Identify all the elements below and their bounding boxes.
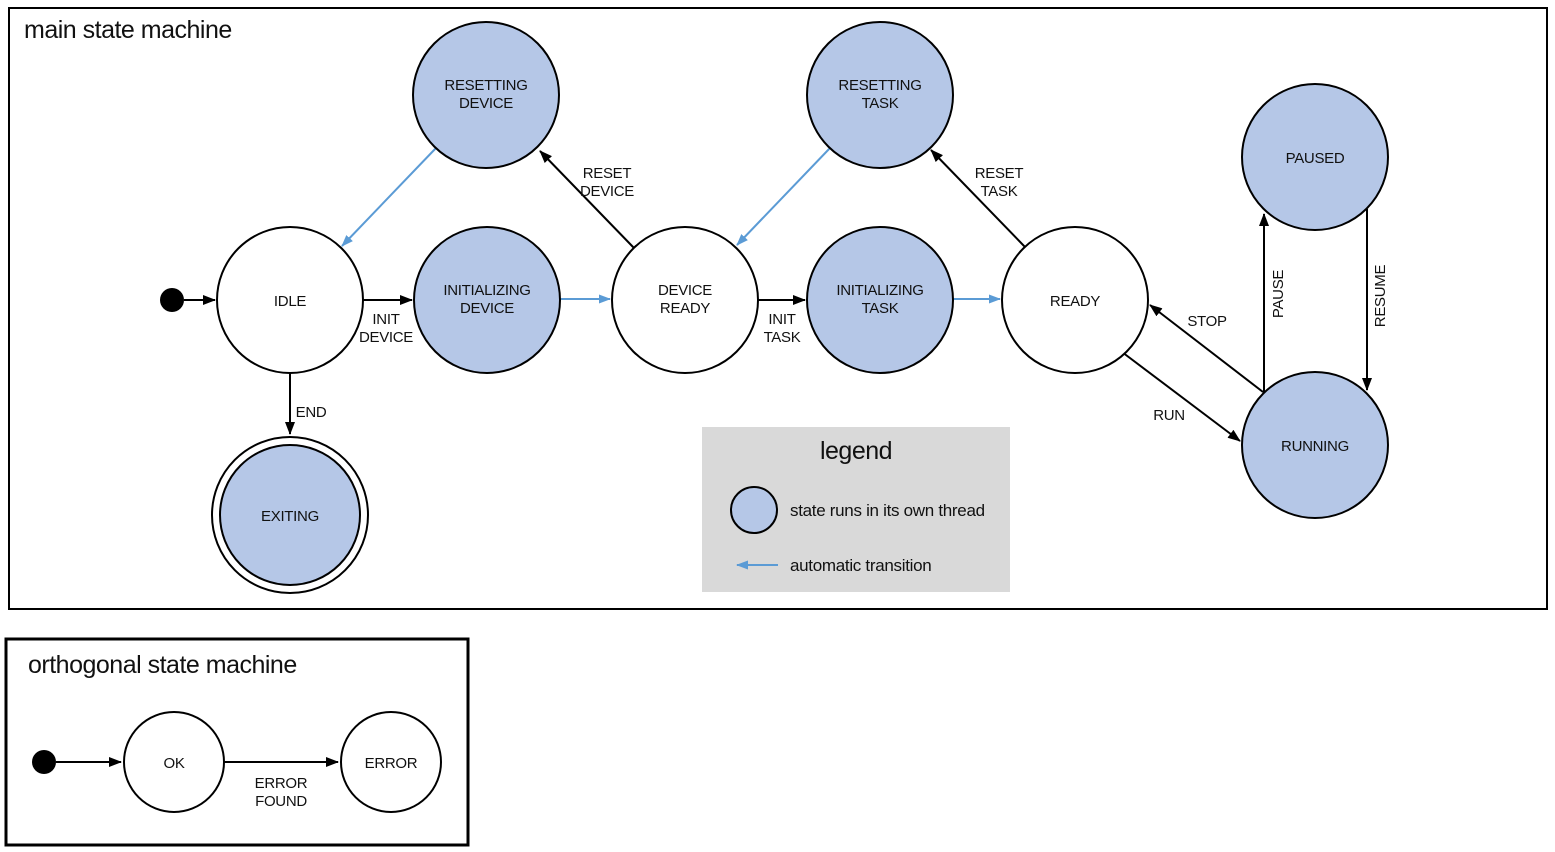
initial-state-dot (160, 288, 184, 312)
transition-end-label: END (296, 404, 327, 421)
state-resetting-device-label-line2: DEVICE (459, 95, 513, 112)
state-device-ready-label-line1: DEVICE (658, 282, 712, 299)
state-device-ready-label-line2: READY (660, 300, 710, 317)
state-initializing-task-circle (806, 226, 954, 374)
state-exiting-final: EXITING (211, 436, 369, 594)
transition-init-task-label-line1: INIT (768, 311, 795, 328)
legend-automatic-transition-label: automatic transition (790, 556, 931, 575)
transition-init-device-label-line2: DEVICE (359, 329, 413, 346)
state-resetting-task-circle (806, 21, 954, 169)
state-paused-circle (1241, 83, 1389, 231)
transition-run-arrow (1121, 351, 1241, 442)
state-running: RUNNING (1241, 371, 1389, 519)
transition-error-found-label-line2: FOUND (255, 793, 307, 810)
state-exiting-label: EXITING (261, 508, 319, 525)
state-idle-label: IDLE (274, 293, 306, 310)
state-idle: IDLE (216, 226, 364, 374)
state-error-circle (340, 711, 442, 813)
state-running-circle (1241, 371, 1389, 519)
state-error-label: ERROR (365, 755, 418, 772)
legend-threaded-state-label: state runs in its own thread (790, 501, 985, 520)
state-initializing-task: INITIALIZING TASK (806, 226, 954, 374)
state-ok: OK (123, 711, 225, 813)
state-running-label: RUNNING (1281, 438, 1349, 455)
state-initializing-device-label-line1: INITIALIZING (443, 282, 530, 299)
state-idle-circle (216, 226, 364, 374)
state-ok-label: OK (163, 755, 184, 772)
transition-reset-task-label-line2: TASK (981, 183, 1018, 200)
state-paused-label: PAUSED (1286, 150, 1345, 167)
main-state-machine-panel: main state machine INIT DEVICE RESET DEV… (8, 7, 1548, 610)
state-ready-circle (1001, 226, 1149, 374)
orthogonal-state-machine-panel: orthogonal state machine ERROR FOUND OK … (4, 637, 470, 847)
state-resetting-device-label-line1: RESETTING (444, 77, 527, 94)
state-initializing-device-circle (413, 226, 561, 374)
transition-init-task-label-line2: TASK (764, 329, 801, 346)
transition-pause-label: PAUSE (1270, 270, 1287, 319)
state-resetting-task: RESETTING TASK (806, 21, 954, 169)
transition-auto-resetting-device-to-idle-arrow (341, 147, 437, 247)
transition-init-device-label-line1: INIT (372, 311, 399, 328)
transition-resume-label: RESUME (1372, 265, 1389, 328)
state-ready: READY (1001, 226, 1149, 374)
legend-title: legend (820, 437, 892, 465)
state-ready-label: READY (1050, 293, 1100, 310)
state-initializing-task-label-line2: TASK (862, 300, 899, 317)
state-resetting-device-circle (412, 21, 560, 169)
transition-run-label: RUN (1153, 407, 1185, 424)
state-initializing-device: INITIALIZING DEVICE (413, 226, 561, 374)
state-exiting-inner-circle (219, 444, 361, 586)
transition-reset-device-label-line2: DEVICE (580, 183, 634, 200)
state-initializing-device-label-line2: DEVICE (460, 300, 514, 317)
legend: legend state runs in its own thread auto… (702, 427, 1010, 592)
transition-stop-label: STOP (1187, 313, 1227, 330)
transition-reset-task-arrow (930, 149, 1026, 248)
state-ok-circle (123, 711, 225, 813)
transition-reset-device-arrow (539, 150, 635, 249)
state-resetting-task-label-line1: RESETTING (838, 77, 921, 94)
transition-auto-resetting-task-to-device-ready-arrow (736, 147, 831, 246)
transition-stop-arrow (1149, 304, 1264, 393)
transition-reset-task-label-line1: RESET (975, 165, 1024, 182)
state-paused: PAUSED (1241, 83, 1389, 231)
state-device-ready-circle (611, 226, 759, 374)
state-error: ERROR (340, 711, 442, 813)
state-resetting-task-label-line2: TASK (862, 95, 899, 112)
state-initializing-task-label-line1: INITIALIZING (836, 282, 923, 299)
transition-reset-device-label-line1: RESET (583, 165, 632, 182)
state-resetting-device: RESETTING DEVICE (412, 21, 560, 169)
state-device-ready: DEVICE READY (611, 226, 759, 374)
transition-error-found-label-line1: ERROR (255, 775, 308, 792)
legend-threaded-state-icon (730, 486, 778, 534)
main-panel-title: main state machine (24, 16, 232, 44)
orthogonal-initial-state-dot (32, 750, 56, 774)
orthogonal-panel-title: orthogonal state machine (28, 651, 297, 679)
